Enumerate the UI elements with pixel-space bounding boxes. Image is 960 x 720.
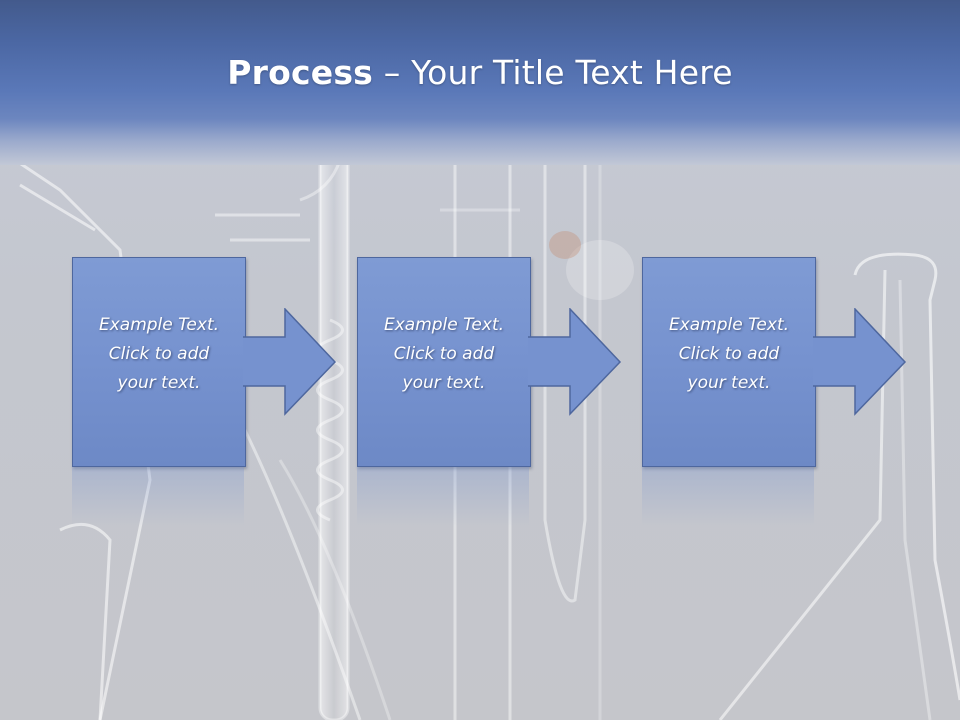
title-rest: – Your Title Text Here	[373, 53, 733, 92]
step-2-reflection	[357, 467, 529, 527]
step-1-reflection	[72, 467, 244, 527]
step-1-text[interactable]: Example Text. Click to add your text.	[73, 311, 245, 398]
slide-title[interactable]: Process – Your Title Text Here	[0, 48, 960, 98]
step-text-line: your text.	[402, 373, 486, 393]
step-text-line: your text.	[117, 373, 201, 393]
arrow-right-icon	[813, 308, 907, 416]
title-bold: Process	[227, 53, 374, 92]
step-text-line: your text.	[687, 373, 771, 393]
step-2-text[interactable]: Example Text. Click to add your text.	[358, 311, 530, 398]
process-step-1[interactable]: Example Text. Click to add your text.	[72, 257, 246, 467]
arrow-right-icon	[243, 308, 337, 416]
step-text-line: Example Text.	[383, 315, 505, 335]
step-3-reflection	[642, 467, 814, 527]
step-text-line: Click to add	[108, 344, 210, 364]
step-text-line: Example Text.	[98, 315, 220, 335]
arrow-right-icon	[528, 308, 622, 416]
step-text-line: Example Text.	[668, 315, 790, 335]
step-text-line: Click to add	[393, 344, 495, 364]
process-step-2[interactable]: Example Text. Click to add your text.	[357, 257, 531, 467]
process-step-3[interactable]: Example Text. Click to add your text.	[642, 257, 816, 467]
step-3-text[interactable]: Example Text. Click to add your text.	[643, 311, 815, 398]
header-band	[0, 0, 960, 165]
step-text-line: Click to add	[678, 344, 780, 364]
